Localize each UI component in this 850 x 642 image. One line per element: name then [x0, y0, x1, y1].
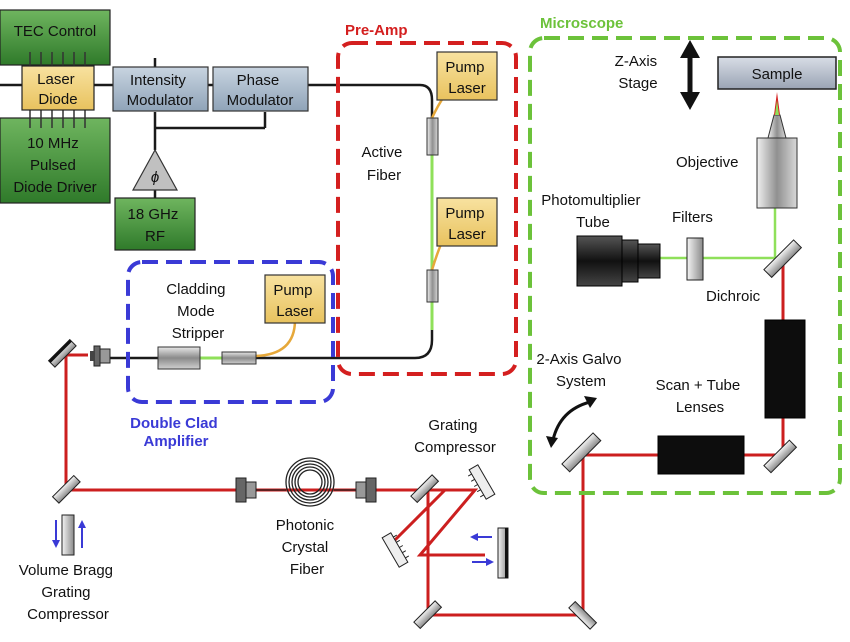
- svg-text:Phase Modulator: Phase Modulator: [227, 72, 294, 109]
- cladding-mode-stripper-label: Cladding Mode Stripper: [166, 281, 229, 342]
- z-axis-stage-label: Z-Axis Stage: [615, 53, 662, 92]
- photonic-crystal-fiber: [235, 457, 377, 507]
- retro-reflector: [470, 527, 509, 579]
- double-clad-amplifier-title: Double Clad Amplifier: [130, 415, 222, 450]
- svg-text:Sample: Sample: [752, 66, 803, 83]
- pump-laser-box-2: Pump Laser: [436, 197, 498, 247]
- svg-text:TEC Control: TEC Control: [14, 23, 97, 40]
- svg-text:10 MHz Pulsed Diod: 10 MHz Pulsed Diode Driver: [13, 135, 96, 196]
- cladding-mode-stripper: [157, 346, 201, 370]
- volume-bragg-label: Volume Bragg Grating Compressor: [19, 562, 117, 623]
- active-fiber-segments: [200, 155, 434, 360]
- svg-text:18 GHz RF: 18 GHz RF: [127, 206, 182, 245]
- laser-diode-box: Laser Diode: [21, 65, 95, 111]
- galvo-label: 2-Axis Galvo System: [536, 351, 625, 390]
- wdm-coupler-1: [426, 117, 439, 156]
- microscope-title: Microscope: [540, 15, 623, 32]
- dichroic-label: Dichroic: [706, 288, 761, 305]
- svg-text:Pump Laser: Pump Laser: [445, 59, 488, 97]
- microscope-border: [528, 36, 842, 495]
- svg-text:Laser Diode: Laser Diode: [37, 71, 79, 108]
- scan-tube-lenses-label: Scan + Tube Lenses: [656, 377, 745, 416]
- grating-compressor-label: Grating Compressor: [414, 417, 496, 456]
- diffraction-grating-2: [381, 532, 410, 568]
- pump-combiner: [221, 351, 257, 365]
- active-fiber-label: Active Fiber: [361, 144, 406, 184]
- svg-text:ϕ: ϕ: [151, 169, 159, 186]
- pump-laser-box-1: Pump Laser: [436, 51, 498, 101]
- mirror-1: [47, 338, 77, 368]
- phase-shifter-triangle: ϕ: [131, 148, 179, 191]
- galvo-mirror: [546, 396, 602, 473]
- z-axis-arrow-icon: [680, 40, 700, 110]
- filter: [686, 237, 704, 281]
- pump-laser-box-3: Pump Laser: [264, 274, 326, 324]
- photomultiplier-label: Photomultiplier Tube: [541, 192, 644, 231]
- diode-driver-box: 10 MHz Pulsed Diode Driver: [0, 117, 111, 204]
- sample-slide: Sample: [717, 56, 837, 90]
- diffraction-grating-1: [467, 464, 496, 500]
- objective-label: Objective: [676, 154, 739, 171]
- dichroic-mirror: [763, 239, 803, 279]
- compressor-mirror-3: [568, 600, 598, 630]
- compressor-mirror-1: [410, 474, 440, 504]
- wdm-coupler-2: [426, 269, 439, 303]
- objective-lens: [756, 92, 798, 209]
- pre-amp-title: Pre-Amp: [345, 22, 408, 39]
- svg-text:Intensity Modulator: Intensity Modulator: [127, 72, 194, 109]
- svg-text:Pump Laser: Pump Laser: [445, 205, 488, 243]
- fold-mirror: [763, 439, 798, 474]
- tec-control-box: TEC Control: [0, 9, 111, 66]
- compressor-mirror-2: [413, 600, 443, 630]
- intensity-modulator-box: Intensity Modulator: [112, 66, 209, 112]
- double-clad-amplifier-border: [126, 260, 335, 404]
- photonic-crystal-fiber-label: Photonic Crystal Fiber: [276, 517, 339, 578]
- rf-source-box: 18 GHz RF: [114, 197, 196, 251]
- filters-label: Filters: [672, 209, 713, 226]
- tube-lens: [764, 319, 806, 419]
- mirror-2: [51, 474, 81, 504]
- phase-modulator-box: Phase Modulator: [212, 66, 309, 112]
- svg-text:Pump Laser: Pump Laser: [273, 282, 316, 320]
- pre-amp-border: [336, 41, 518, 376]
- fiber-collimator-1: [90, 345, 111, 367]
- scan-lens: [657, 435, 745, 475]
- photomultiplier-tube: [576, 235, 661, 287]
- volume-bragg-grating: [52, 514, 86, 556]
